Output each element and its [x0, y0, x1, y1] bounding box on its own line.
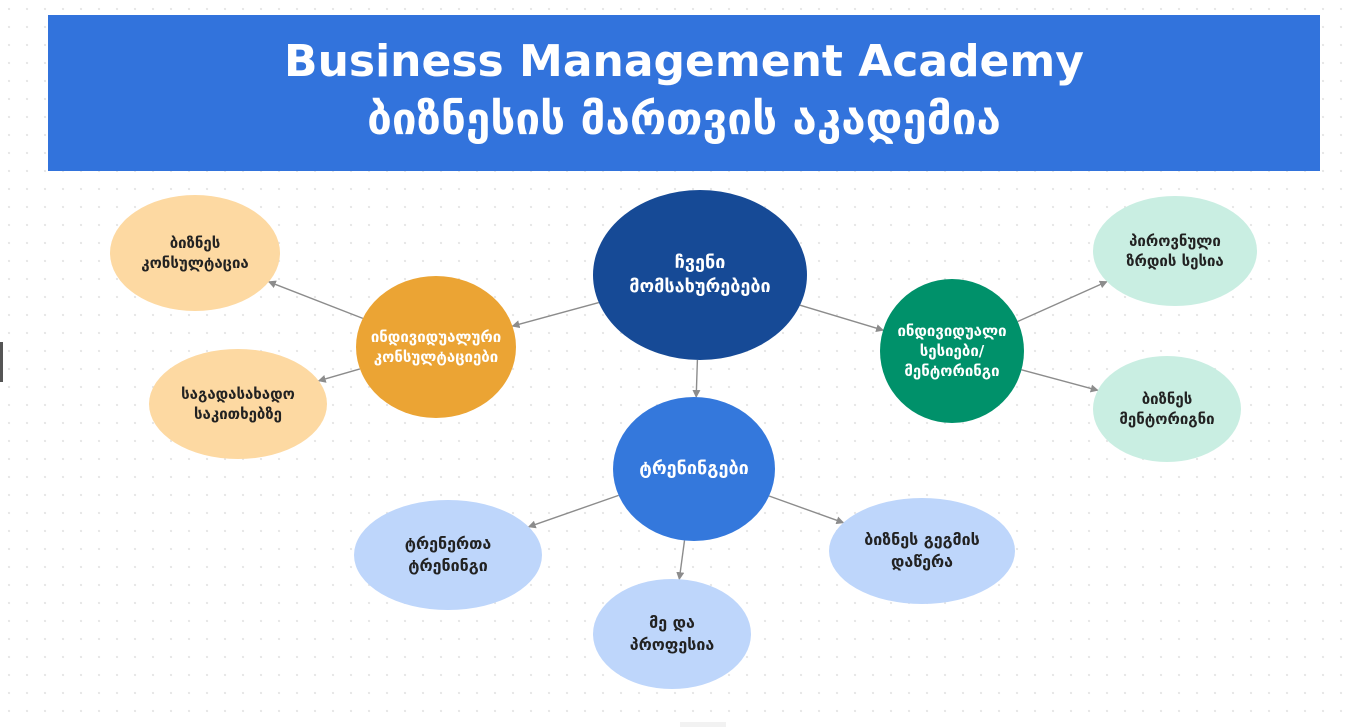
left-edge-handle — [0, 342, 3, 382]
node-business-mentoring: ბიზნეს მენტორიგნი — [1093, 356, 1241, 462]
node-trainers-training: ტრენერთა ტრენინგი — [354, 500, 542, 610]
title-banner: Business Management Academy ბიზნესის მარ… — [48, 15, 1320, 171]
node-label: ბიზნეს გეგმის დაწერა — [864, 530, 980, 571]
title-georgian: ბიზნესის მართვის აკადემია — [367, 94, 1001, 145]
arrow-services-to-trainings — [692, 359, 701, 398]
node-label: მე და პროფესია — [629, 613, 715, 654]
arrow-services-to-individual-consultations — [511, 301, 599, 329]
node-label: პიროვნული ზრდის სესია — [1126, 232, 1224, 270]
node-individual-sessions: ინდივიდუალი სესიები/ მენტორინგი — [880, 279, 1024, 423]
node-label: საგადასახადო საკითხებზე — [181, 385, 295, 423]
node-personal-growth: პიროვნული ზრდის სესია — [1093, 196, 1257, 306]
arrow-trainings-to-business-plan — [768, 495, 845, 525]
arrow-individual-sessions-to-personal-growth — [1017, 280, 1108, 323]
arrow-individual-consultations-to-business-consultation — [267, 280, 364, 320]
arrow-trainings-to-trainers-training — [527, 494, 619, 529]
node-label: ჩვენი მომსახურებები — [629, 252, 771, 297]
node-label: ტრენერთა ტრენინგი — [404, 534, 492, 575]
arrow-trainings-to-me-and-profession — [676, 540, 686, 581]
node-trainings: ტრენინგები — [613, 397, 775, 541]
node-services: ჩვენი მომსახურებები — [593, 190, 807, 360]
connector-lines — [267, 280, 1108, 581]
node-label: ინდივიდუალი სესიები/ მენტორინგი — [897, 322, 1007, 380]
arrow-services-to-individual-sessions — [799, 304, 885, 333]
node-business-consultation: ბიზნეს კონსულტაცია — [110, 195, 280, 311]
title-english: Business Management Academy — [284, 36, 1084, 87]
node-label: ინდივიდუალური კონსულტაციები — [370, 328, 502, 366]
arrow-individual-consultations-to-tax-issues — [317, 368, 361, 383]
node-tax-issues: საგადასახადო საკითხებზე — [149, 349, 327, 459]
bottom-edge-tab — [680, 722, 726, 727]
node-individual-consultations: ინდივიდუალური კონსულტაციები — [356, 276, 516, 418]
arrow-individual-sessions-to-business-mentoring — [1021, 369, 1099, 393]
node-me-and-profession: მე და პროფესია — [593, 579, 751, 689]
node-label: ტრენინგები — [639, 458, 749, 479]
node-label: ბიზნეს მენტორიგნი — [1119, 390, 1215, 428]
node-label: ბიზნეს კონსულტაცია — [141, 234, 249, 272]
node-business-plan: ბიზნეს გეგმის დაწერა — [829, 498, 1015, 604]
